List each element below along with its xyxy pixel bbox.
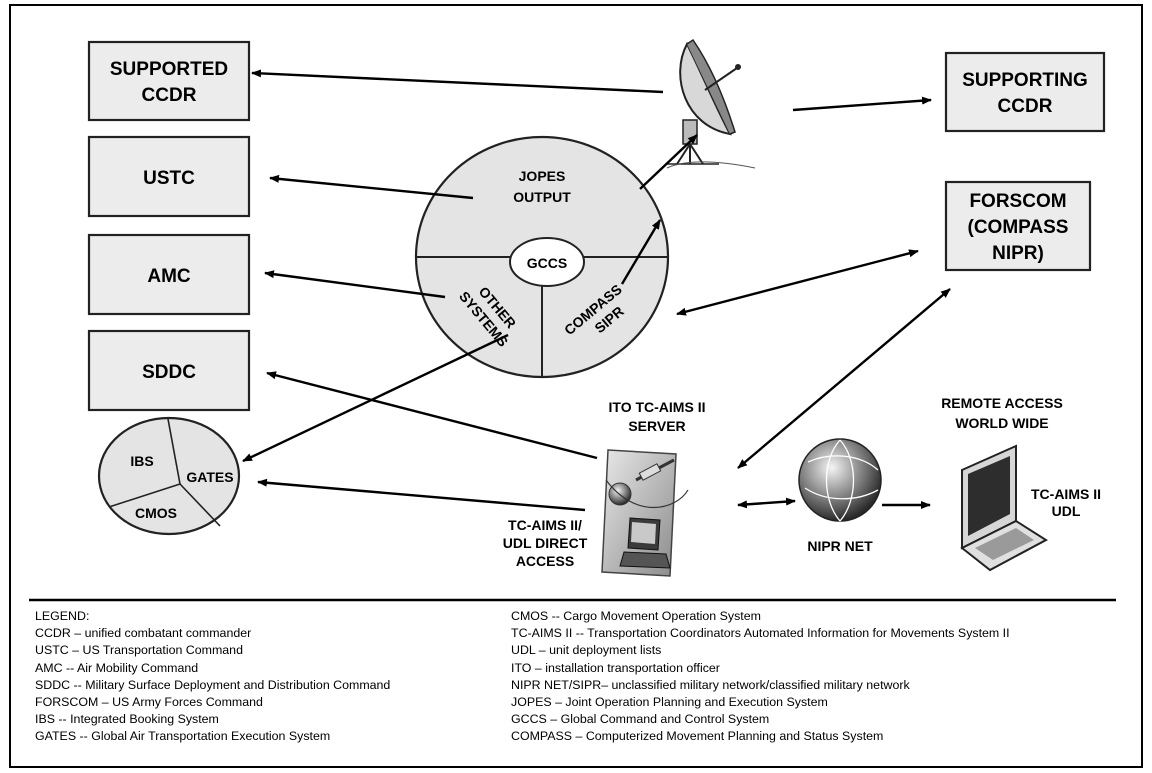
remote-access-line1: REMOTE ACCESS — [941, 395, 1063, 411]
ustc-box: USTC — [87, 135, 251, 218]
ito-server-line2: SERVER — [628, 418, 685, 434]
connector-arrows — [242, 69, 951, 512]
arrow-dish-to-supporting — [792, 96, 932, 112]
legend-item: CCDR – unified combatant commander — [35, 626, 252, 641]
arrow-jopes-to-ustc — [269, 174, 474, 200]
gccs-center-label: GCCS — [527, 255, 567, 271]
arrow-dish-to-supported — [251, 69, 664, 94]
remote-access-line2: WORLD WIDE — [955, 415, 1048, 431]
supported-ccdr-box: SUPPORTED CCDR — [87, 40, 251, 122]
legend-item: IBS -- Integrated Booking System — [35, 712, 219, 727]
direct-access-line1: TC-AIMS II/ — [508, 517, 582, 533]
legend-item: AMC -- Air Mobility Command — [35, 660, 199, 675]
arrow-other-to-pie — [242, 333, 509, 463]
supported-ccdr-line2: CCDR — [142, 85, 197, 106]
arrow-forscom-server — [737, 288, 951, 469]
legend-item: LEGEND: — [35, 609, 90, 623]
laptop-line2: UDL — [1052, 503, 1081, 519]
output-label: OUTPUT — [513, 189, 571, 205]
arrow-compass-to-jopes — [620, 219, 662, 285]
legend-item: TC-AIMS II -- Transportation Coordinator… — [511, 626, 1010, 641]
legend-right: CMOS -- Cargo Movement Operation System … — [511, 608, 1010, 746]
amc-box: AMC — [87, 233, 251, 316]
legend-item: NIPR NET/SIPR– unclassified military net… — [511, 677, 910, 692]
small-pie: IBS GATES CMOS — [97, 416, 241, 536]
legend-left: LEGEND: CCDR – unified combatant command… — [35, 608, 390, 746]
arrow-server-globe — [737, 497, 796, 509]
legend-item: ITO – installation transportation office… — [511, 660, 720, 675]
ustc-label: USTC — [143, 168, 195, 189]
legend-item: CMOS -- Cargo Movement Operation System — [511, 609, 761, 623]
arrow-server-to-sddc — [266, 371, 598, 460]
nipr-net-label: NIPR NET — [807, 538, 873, 554]
direct-access-line2: UDL DIRECT — [503, 535, 588, 551]
ito-server-line1: ITO TC-AIMS II — [609, 399, 706, 415]
legend-item: COMPASS – Computerized Movement Planning… — [511, 729, 884, 744]
laptop-icon — [960, 444, 1048, 572]
arrow-jopes-to-dish — [639, 134, 698, 190]
arrow-server-to-pie — [257, 478, 586, 512]
sddc-box: SDDC — [87, 329, 251, 412]
gccs-circle: GCCS JOPES OUTPUT OTHER SYSTEMS COMPASS … — [414, 135, 670, 379]
forscom-box: FORSCOM (COMPASS NIPR) — [944, 180, 1092, 272]
legend-item: UDL – unit deployment lists — [511, 643, 662, 658]
gates-label: GATES — [186, 469, 233, 485]
legend-item: SDDC -- Military Surface Deployment and … — [35, 677, 391, 692]
legend-item: FORSCOM – US Army Forces Command — [35, 694, 263, 709]
sddc-label: SDDC — [142, 362, 196, 383]
amc-label: AMC — [147, 266, 191, 287]
satellite-dish-icon — [666, 38, 756, 169]
forscom-line2: (COMPASS — [968, 217, 1069, 238]
supporting-ccdr-line1: SUPPORTING — [962, 70, 1088, 91]
globe-icon — [798, 438, 882, 522]
legend-item: GATES -- Global Air Transportation Execu… — [35, 729, 331, 744]
laptop-line1: TC-AIMS II — [1031, 486, 1101, 502]
cmos-label: CMOS — [135, 505, 177, 521]
forscom-line3: NIPR) — [992, 243, 1044, 264]
arrow-compass-forscom — [676, 249, 919, 316]
direct-access-line3: ACCESS — [516, 553, 574, 569]
arrow-other-to-amc — [264, 270, 446, 299]
ibs-label: IBS — [130, 453, 153, 469]
legend-item: USTC – US Transportation Command — [35, 643, 243, 658]
supporting-ccdr-box: SUPPORTING CCDR — [944, 51, 1106, 133]
jopes-label: JOPES — [519, 168, 566, 184]
forscom-line1: FORSCOM — [969, 191, 1066, 212]
legend-item: GCCS – Global Command and Control System — [511, 712, 770, 727]
server-computer-icon — [601, 449, 689, 577]
supporting-ccdr-line2: CCDR — [998, 96, 1053, 117]
legend-item: JOPES – Joint Operation Planning and Exe… — [511, 694, 828, 709]
supported-ccdr-line1: SUPPORTED — [110, 59, 228, 80]
